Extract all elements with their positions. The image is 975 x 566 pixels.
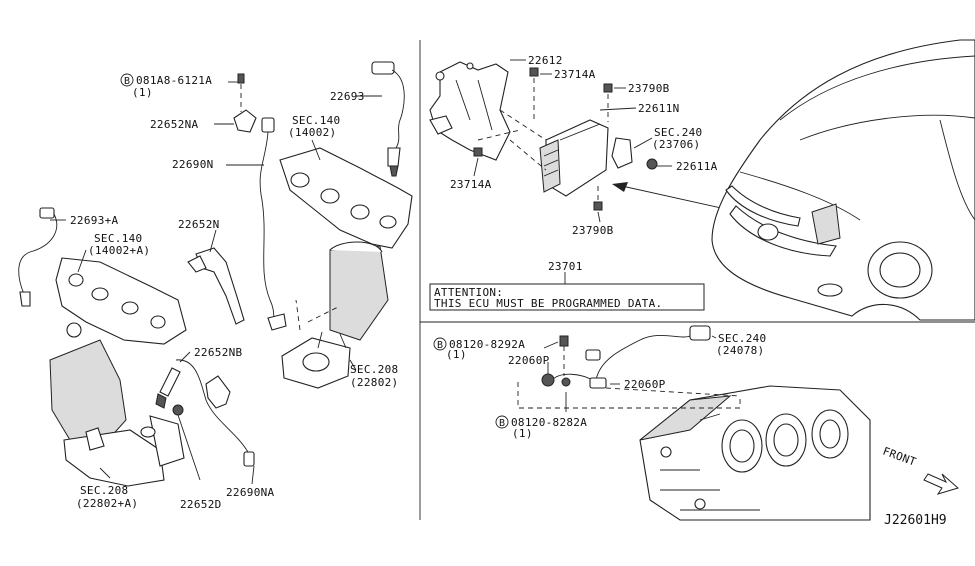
exhaust-manifold-left [49,257,187,487]
label-22690n: 22690N [172,158,214,171]
car-front-illustration [711,39,975,321]
attention-box: ATTENTION: THIS ECU MUST BE PROGRAMMED D… [429,283,705,311]
engine-block [639,385,871,521]
exhaust-manifold-right [279,147,413,389]
bolt-23714a-bottom [473,147,483,157]
label-sec140a-sub: (14002+A) [88,244,150,257]
oxygen-sensor-22690n [259,117,287,331]
ecu-side-bracket [611,137,658,170]
label-08120-8292a-qty: (1) [446,348,467,361]
label-22652na: 22652NA [150,118,199,131]
label-22612: 22612 [528,54,563,67]
ecu-unit-23701 [539,119,609,197]
bolt-22652d [172,404,201,481]
arrow-head [612,182,628,192]
label-22611a: 22611A [676,160,718,173]
label-22652nb: 22652NB [194,346,243,359]
label-sec140: SEC.140 [292,114,340,127]
label-22060p-a: 22060P [508,354,550,367]
label-22611n: 22611N [638,102,680,115]
label-sec240-top: SEC.240 [654,126,702,139]
label-23714a-top: 23714A [554,68,596,81]
diagram-id: J22601H9 [884,513,947,528]
air-fuel-sensor-22693a [18,207,58,307]
bolt-23790b-top [603,83,613,93]
b-marker: B [124,76,130,87]
front-label: FRONT [881,445,918,469]
bolt-callout-08120-8282a: B 08120-8282A (1) [495,415,587,440]
label-22693a: 22693+A [70,214,119,227]
label-22690na: 22690NA [226,486,275,499]
label-sec208-right-sub: (22802) [350,376,398,389]
label-sec240-bottom: SEC.240 [718,332,766,345]
bracket-22652nb [205,375,231,409]
label-22693: 22693 [330,90,365,103]
bolt-callout-08120-8292a: B 08120-8292A (1) [433,337,525,361]
label-08120-8292a: 08120-8292A [449,338,525,351]
label-23701: 23701 [548,260,583,273]
label-sec208-right: SEC.208 [350,363,398,376]
bracket-22652na [233,73,257,133]
label-sec208-left: SEC.208 [80,484,128,497]
oxygen-sensor-22690na [155,359,255,467]
label-22652n: 22652N [178,218,220,231]
label-08120-8282a-qty: (1) [512,427,533,440]
label-08120-8282a: 08120-8282A [511,416,587,429]
label-sec140a: SEC.140 [94,232,142,245]
label-sec240-top-sub: (23706) [652,138,700,151]
label-23714a-bottom: 23714A [450,178,492,191]
label-sec140-sub: (14002) [288,126,336,139]
label-23790b-top: 23790B [628,82,670,95]
label-23790b-bottom: 23790B [572,224,614,237]
b-marker: B [499,418,505,429]
b-marker: B [437,340,443,351]
ecu-bracket [429,61,511,161]
air-fuel-sensor-22693 [371,61,405,177]
label-22060p-b: 22060P [624,378,666,391]
label-081a8-6121a: 081A8-6121A [136,74,212,87]
bracket-22652n [187,247,245,325]
attention-body: THIS ECU MUST BE PROGRAMMED DATA. [434,297,662,310]
label-sec208-left-sub: (22802+A) [76,497,138,510]
label-sec240-bottom-sub: (24078) [716,344,764,357]
bolt-23714a-top [529,67,539,77]
knock-sensor-harness [541,325,711,389]
attention-title: ATTENTION: [434,286,503,299]
front-direction-indicator: FRONT [881,445,960,495]
label-22652d: 22652D [180,498,222,511]
bolt-23790b-bottom [593,201,603,211]
label-081a8-qty: (1) [132,86,153,99]
front-arrow-icon [923,473,960,495]
bolt-callout-081a8: B 081A8-6121A (1) [120,73,212,99]
